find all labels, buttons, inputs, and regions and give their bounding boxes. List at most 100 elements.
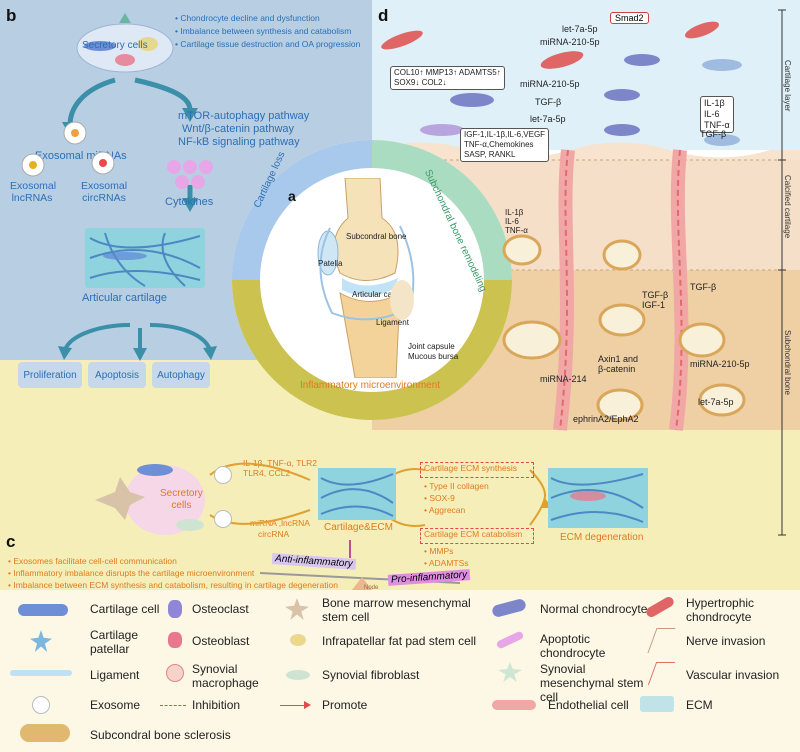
sclerosis-icon bbox=[20, 724, 70, 742]
cartilage-cell-icon bbox=[18, 604, 68, 616]
synthesis-items: • Type II collagen • SOX-9 • Aggrecan bbox=[424, 481, 489, 515]
legend-synovial-fibroblast: Synovial fibroblast bbox=[322, 668, 420, 682]
inhibition-icon bbox=[160, 705, 186, 706]
tgfb-2: TGF-β bbox=[700, 129, 727, 139]
ephrin: ephrinA2/EphA2 bbox=[573, 414, 639, 424]
knee-joint-illustration bbox=[317, 178, 415, 378]
panel-c-bullets: • Exosomes facilitate cell-cell communic… bbox=[8, 556, 338, 590]
mir210-low: miRNA-210-5p bbox=[690, 359, 750, 369]
panel-c-letter: c bbox=[6, 532, 16, 551]
layer-cartilage: Cartilage layer bbox=[783, 60, 792, 112]
exosome-icon-upper bbox=[214, 466, 232, 484]
let7a-low: let-7a-5p bbox=[698, 397, 734, 407]
legend-normal-chondrocyte: Normal chondrocyte bbox=[540, 602, 648, 616]
outcome-proliferation: Proliferation bbox=[18, 362, 82, 388]
label-joint-capsule: Joint capsule bbox=[408, 342, 455, 351]
synthesis-box bbox=[420, 462, 534, 478]
apoptotic-chondrocyte-icon bbox=[495, 630, 525, 650]
legend-osteoclast: Osteoclast bbox=[192, 602, 249, 616]
circrna-exosome-icon bbox=[91, 151, 115, 175]
legend-promote: Promote bbox=[322, 698, 368, 712]
cartilage-ecm-image bbox=[318, 468, 396, 520]
panel-b-secretory-label: Secretory cells bbox=[82, 40, 148, 51]
ecm-degeneration-label: ECM degeneration bbox=[560, 532, 644, 543]
layer-calcified: Calcified cartilage bbox=[783, 175, 792, 239]
let7a-mid: let-7a-5p bbox=[530, 114, 566, 124]
legend-synovial-macrophage: Synovial macrophage bbox=[192, 662, 259, 690]
synovial-macrophage-icon bbox=[166, 664, 184, 682]
synovial-msc-icon bbox=[498, 662, 522, 682]
vascular-invasion-icon bbox=[647, 662, 676, 685]
let7a-top: let-7a-5p bbox=[562, 24, 598, 34]
endothelial-cell-icon bbox=[492, 700, 536, 710]
legend-ligament: Ligament bbox=[90, 668, 140, 682]
label-subcondral-bone: Subcondral bone bbox=[346, 232, 407, 241]
nerve-invasion-icon bbox=[647, 628, 676, 653]
label-articular-cartilage: Articular cartilage bbox=[352, 290, 414, 299]
mir210-mid: miRNA-210-5p bbox=[520, 79, 580, 89]
exosome-icon bbox=[32, 696, 50, 714]
panel-b-pathways: mTOR-autophagy pathway Wnt/β-catenin pat… bbox=[178, 110, 310, 148]
legend-cartilage-patellar: Cartilage patellar bbox=[90, 628, 139, 656]
legend-synovial-msc: Synovial mesenchymal stem cell bbox=[540, 662, 644, 704]
legend-nerve-invasion: Nerve invasion bbox=[686, 634, 766, 648]
panel-c-secretory-cells bbox=[95, 464, 205, 535]
hypertrophic-chondrocyte-icon bbox=[644, 595, 676, 619]
smad2-box: Smad2 bbox=[610, 12, 649, 24]
promote-arrowhead-icon bbox=[304, 701, 311, 709]
ecm-degeneration-image bbox=[548, 468, 648, 528]
exosome-icon-lower bbox=[214, 510, 232, 528]
osteoblast-icon bbox=[168, 632, 182, 648]
legend-ecm: ECM bbox=[686, 698, 713, 712]
ring-inflammatory: Inflammatory microenvironment bbox=[300, 380, 441, 391]
legend-endothelial-cell: Endothelial cell bbox=[548, 698, 629, 712]
secretory-cells-cluster bbox=[76, 13, 174, 73]
cytokines-icon bbox=[167, 160, 213, 189]
ifp-stem-cell-icon bbox=[290, 634, 306, 646]
label-mucous-bursa: Mucous bursa bbox=[408, 352, 459, 361]
cartilage-ecm-label: Cartilage&ECM bbox=[324, 522, 393, 533]
ecm-icon bbox=[640, 696, 674, 712]
legend-apoptotic: Apoptotic chondrocyte bbox=[540, 632, 606, 660]
catabolism-items: • MMPs • ADAMTSs bbox=[424, 546, 469, 568]
legend-bmsc: Bone marrow mesenchymal stem cell bbox=[322, 596, 471, 624]
panel-b-bullet-2: • Imbalance between synthesis and catabo… bbox=[175, 26, 352, 36]
cartilage-patellar-icon bbox=[30, 630, 52, 652]
lncrna-exosome-icon bbox=[21, 153, 45, 177]
promote-icon bbox=[280, 705, 306, 706]
legend-exosome: Exosome bbox=[90, 698, 141, 712]
mirna-exosome-icon bbox=[63, 121, 87, 145]
mir214: miRNA-214 bbox=[540, 374, 587, 384]
label-ligament: Ligament bbox=[376, 318, 409, 327]
layer-subchondral: Subchondral bone bbox=[783, 330, 792, 395]
legend-cartilage-cell: Cartilage cell bbox=[90, 602, 160, 616]
synovial-fibroblast-icon bbox=[286, 670, 310, 680]
articular-cartilage-image bbox=[85, 228, 205, 288]
panel-b-bullet-1: • Chondrocyte decline and dysfunction bbox=[175, 13, 320, 23]
normal-chondrocyte-icon bbox=[491, 597, 527, 619]
panel-d-letter: d bbox=[378, 6, 389, 25]
ligament-icon bbox=[10, 670, 72, 676]
panel-a-letter: a bbox=[288, 188, 296, 204]
markers-box: COL10↑ MMP13↑ ADAMTS5↑SOX9↓ COL2↓ bbox=[390, 66, 505, 90]
catabolism-box bbox=[420, 528, 534, 544]
legend: Cartilage cell Osteoclast Bone marrow me… bbox=[0, 590, 800, 752]
panel-b-letter: b bbox=[6, 6, 17, 25]
panel-b-cytokines: Cytokines bbox=[165, 196, 214, 208]
bmsc-icon bbox=[285, 598, 309, 620]
outcome-autophagy: Autophagy bbox=[152, 362, 210, 388]
legend-ifp-stem-cell: Infrapatellar fat pad stem cell bbox=[322, 634, 477, 648]
catabolism-title: Cartilage ECM catabolism bbox=[424, 529, 523, 539]
outcome-apoptosis: Apoptosis bbox=[88, 362, 146, 388]
osteoclast-icon bbox=[168, 600, 182, 618]
label-patella: Patella bbox=[318, 259, 343, 268]
